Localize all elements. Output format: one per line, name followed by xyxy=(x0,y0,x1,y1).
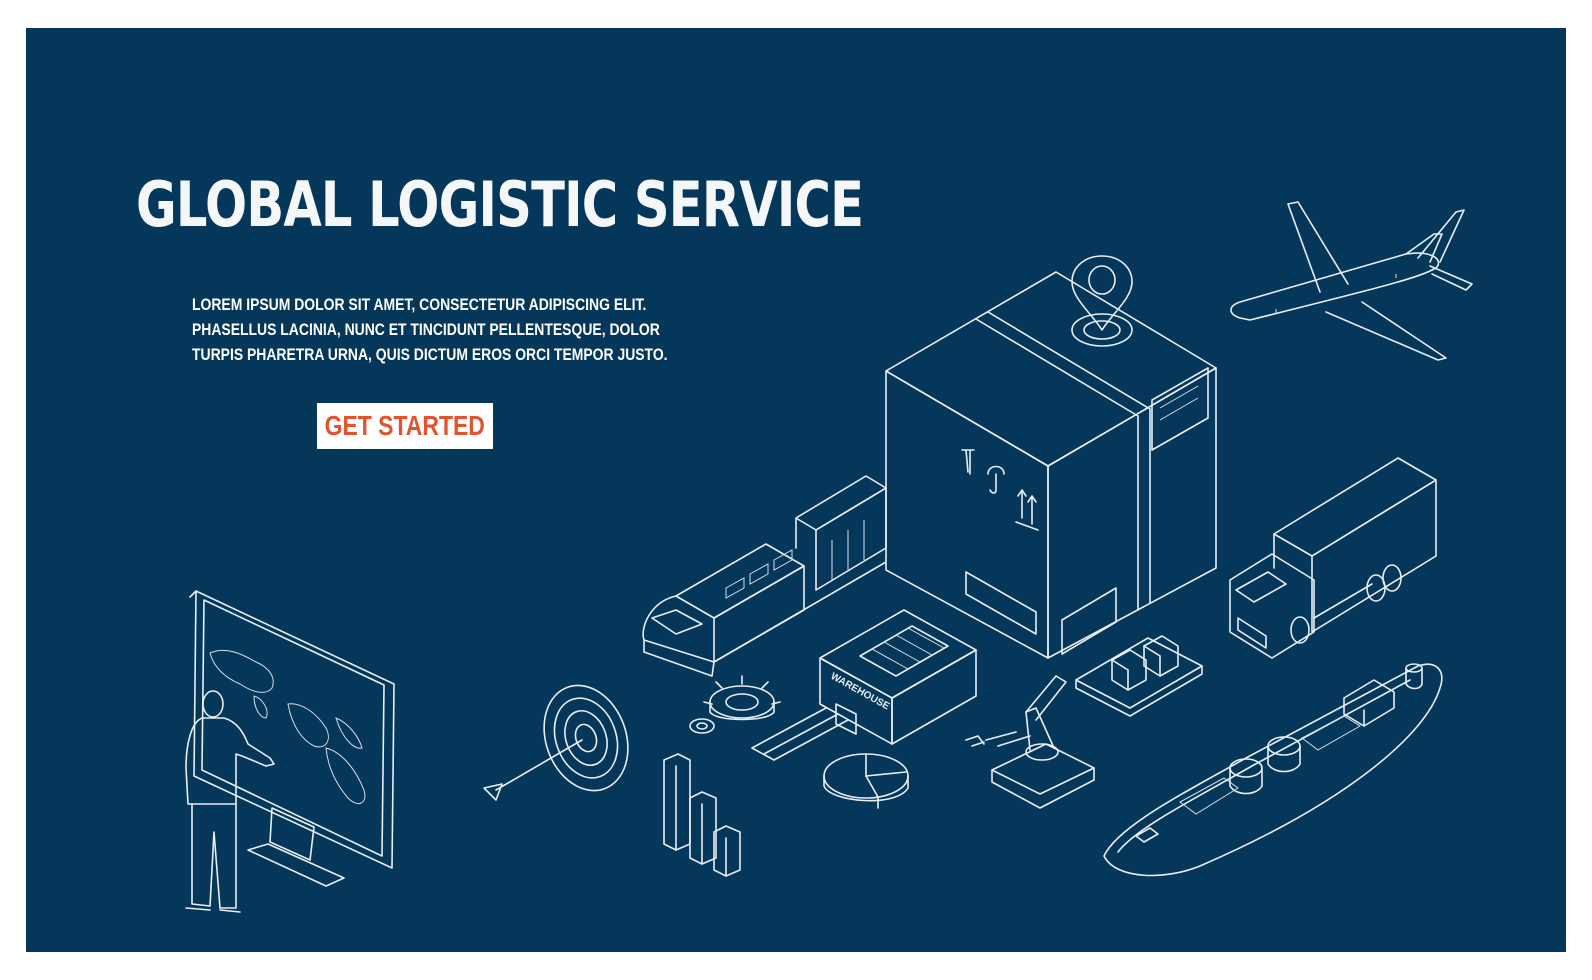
pie-chart-icon xyxy=(823,753,909,809)
airplane-icon xyxy=(1230,201,1473,361)
description-line: LOREM IPSUM DOLOR SIT AMET, CONSECTETUR … xyxy=(192,295,647,314)
location-pin-icon xyxy=(1071,255,1133,347)
hero-description: LOREM IPSUM DOLOR SIT AMET, CONSECTETUR … xyxy=(192,292,668,367)
description-line: PHASELLUS LACINIA, NUNC ET TINCIDUNT PEL… xyxy=(192,320,660,339)
target-arrow-icon xyxy=(483,684,629,801)
hero-banner: GLOBAL LOGISTIC SERVICE LOREM IPSUM DOLO… xyxy=(26,28,1566,952)
cargo-ship-icon xyxy=(1103,663,1443,877)
logistics-illustration: WAREHOUSE xyxy=(185,201,1473,913)
get-started-button[interactable]: GET STARTED xyxy=(317,403,493,449)
robot-arm-icon xyxy=(965,675,1095,809)
businessman-icon xyxy=(185,690,275,913)
monitor-world-map-icon xyxy=(189,590,395,887)
train-icon xyxy=(642,475,887,677)
warehouse-icon: WAREHOUSE xyxy=(751,609,977,761)
pallet-boxes-icon xyxy=(1075,635,1203,717)
bar-chart-icon xyxy=(663,753,741,877)
cargo-box-icon xyxy=(885,271,1217,659)
page-title: GLOBAL LOGISTIC SERVICE xyxy=(136,168,864,241)
gears-icon xyxy=(689,675,781,734)
get-started-label: GET STARTED xyxy=(324,410,486,441)
description-line: TURPIS PHARETRA URNA, QUIS DICTUM EROS O… xyxy=(192,345,668,364)
truck-icon xyxy=(1229,457,1437,659)
